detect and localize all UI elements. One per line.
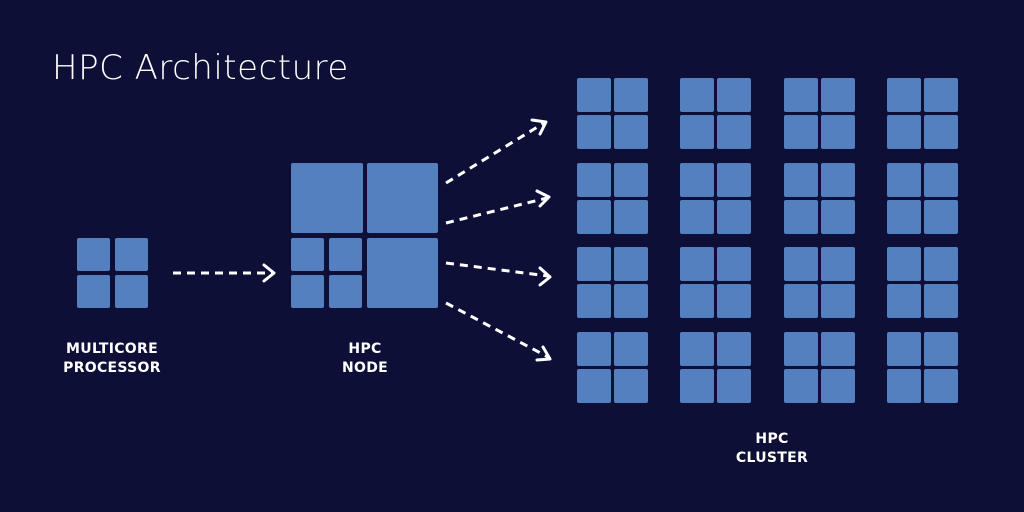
node-block (291, 163, 363, 233)
core (821, 332, 855, 366)
core (291, 238, 324, 271)
arrow-processor-to-node (173, 263, 276, 283)
arrow-node-to-cluster-row1 (445, 118, 548, 185)
core (717, 247, 751, 281)
core (614, 115, 648, 149)
core (577, 78, 611, 112)
node-label-line1: HPC (348, 341, 382, 357)
core (77, 238, 110, 271)
core (784, 369, 818, 403)
cluster-label: HPC CLUSTER (712, 430, 832, 468)
core (821, 284, 855, 318)
core (77, 275, 110, 308)
arrow-node-to-cluster-row4 (445, 301, 552, 362)
core (680, 78, 714, 112)
core (924, 163, 958, 197)
core (717, 78, 751, 112)
core (784, 200, 818, 234)
core (614, 200, 648, 234)
core (821, 78, 855, 112)
core (924, 78, 958, 112)
core (821, 163, 855, 197)
core (887, 247, 921, 281)
core (887, 284, 921, 318)
core (717, 163, 751, 197)
core (887, 78, 921, 112)
core (821, 369, 855, 403)
core (887, 163, 921, 197)
diagram-title: HPC Architecture (52, 48, 349, 88)
cluster-label-line1: HPC (755, 431, 789, 447)
core (717, 284, 751, 318)
core (717, 369, 751, 403)
node-label-line2: NODE (341, 360, 388, 376)
core (717, 332, 751, 366)
core (717, 200, 751, 234)
arrow-node-to-cluster-row2 (445, 189, 551, 225)
core (577, 247, 611, 281)
node-block (367, 238, 438, 308)
arrow-node-to-cluster-row3 (445, 261, 552, 287)
core (680, 247, 714, 281)
core (614, 247, 648, 281)
core (614, 332, 648, 366)
core (680, 200, 714, 234)
core (680, 115, 714, 149)
core (115, 238, 148, 271)
core (784, 284, 818, 318)
core (924, 247, 958, 281)
core (784, 78, 818, 112)
core (680, 163, 714, 197)
core (924, 369, 958, 403)
core (924, 115, 958, 149)
core (291, 275, 324, 308)
core (577, 200, 611, 234)
core (680, 284, 714, 318)
core (329, 238, 362, 271)
processor-label-line1: MULTICORE (66, 341, 158, 357)
core (887, 332, 921, 366)
core (680, 369, 714, 403)
core (329, 275, 362, 308)
core (924, 284, 958, 318)
core (784, 163, 818, 197)
core (577, 115, 611, 149)
core (887, 115, 921, 149)
core (717, 115, 751, 149)
core (821, 247, 855, 281)
core (614, 284, 648, 318)
processor-label-line2: PROCESSOR (63, 360, 161, 376)
core (577, 284, 611, 318)
core (784, 115, 818, 149)
core (577, 163, 611, 197)
core (924, 200, 958, 234)
core (680, 332, 714, 366)
processor-label: MULTICORE PROCESSOR (52, 340, 172, 378)
core (577, 332, 611, 366)
core (887, 369, 921, 403)
node-label: HPC NODE (305, 340, 425, 378)
core (784, 247, 818, 281)
core (924, 332, 958, 366)
core (821, 115, 855, 149)
core (614, 369, 648, 403)
core (115, 275, 148, 308)
core (577, 369, 611, 403)
cluster-label-line2: CLUSTER (735, 450, 809, 466)
core (614, 163, 648, 197)
core (887, 200, 921, 234)
core (784, 332, 818, 366)
node-block (367, 163, 438, 233)
core (614, 78, 648, 112)
core (821, 200, 855, 234)
